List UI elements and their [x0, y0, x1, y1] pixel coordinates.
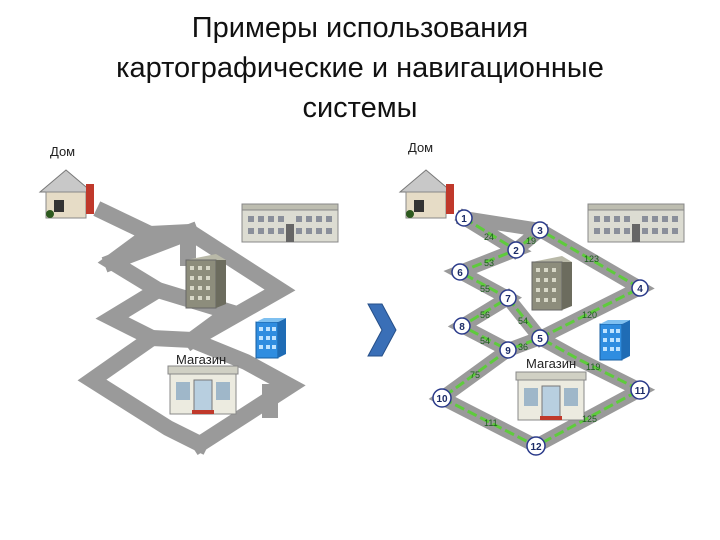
- right-government-building-icon: [587, 203, 685, 243]
- route-node-label: 3: [537, 226, 543, 237]
- edge-weight: 119: [586, 362, 600, 372]
- left-office-tower-icon: [185, 253, 227, 309]
- edge-weight: 120: [582, 310, 597, 320]
- route-node: 2: [507, 241, 525, 259]
- left-blue-building-icon: [255, 317, 287, 359]
- edge-weight: 75: [470, 370, 480, 380]
- edge-weight: 36: [518, 342, 528, 352]
- route-node-label: 7: [505, 294, 511, 305]
- left-map: Дом Магазин: [39, 144, 339, 456]
- left-road-network: [77, 201, 306, 456]
- right-blue-building-icon: [599, 319, 631, 361]
- right-shop-icon: [515, 371, 587, 421]
- route-node-label: 4: [637, 284, 643, 295]
- edge-weights: 24 19 53 123 55 54 56 120 54 36 119 75 1…: [470, 232, 600, 428]
- route-node-label: 1: [461, 214, 467, 225]
- left-home-icon: [39, 169, 95, 219]
- route-node: 8: [453, 317, 471, 335]
- route-node: 6: [451, 263, 469, 281]
- right-map: Дом Магазин 24 19 53 123 55 54 56 120 54…: [399, 140, 685, 456]
- slide-title: Примеры использования картографические и…: [0, 8, 720, 128]
- route-node: 12: [526, 436, 546, 456]
- edge-weight: 55: [480, 284, 490, 294]
- edge-weight: 19: [526, 236, 536, 246]
- route-node-label: 12: [530, 442, 542, 453]
- chevron-right-icon: [367, 303, 397, 357]
- right-home-label: Дом: [408, 140, 433, 155]
- edge-weight: 53: [484, 258, 494, 268]
- edge-weight: 125: [582, 414, 597, 424]
- edge-weight: 54: [518, 316, 528, 326]
- route-node: 1: [455, 209, 473, 227]
- right-home-icon: [399, 169, 455, 219]
- edge-weight: 54: [480, 336, 490, 346]
- left-shop-icon: [167, 365, 239, 415]
- route-node-label: 10: [436, 394, 448, 405]
- route-node: 5: [531, 329, 549, 347]
- right-office-tower-icon: [531, 255, 573, 311]
- route-node: 4: [631, 279, 649, 297]
- left-government-building-icon: [241, 203, 339, 243]
- edge-weight: 123: [584, 254, 599, 264]
- route-node-label: 8: [459, 322, 465, 333]
- route-node: 3: [531, 221, 549, 239]
- title-line-3: системы: [302, 92, 418, 124]
- route-node-label: 5: [537, 334, 543, 345]
- route-node: 9: [499, 341, 517, 359]
- right-shop-label: Магазин: [526, 356, 576, 371]
- edge-weight: 111: [484, 418, 498, 428]
- route-node-label: 6: [457, 268, 463, 279]
- left-shop-label: Магазин: [176, 352, 226, 367]
- route-node-label: 9: [505, 346, 511, 357]
- edge-weight: 24: [484, 232, 494, 242]
- route-node-label: 11: [635, 386, 646, 397]
- route-node-label: 2: [513, 246, 519, 257]
- title-line-2: картографические и навигационные: [116, 52, 604, 84]
- edge-weight: 56: [480, 310, 490, 320]
- route-node: 10: [432, 388, 452, 408]
- route-nodes: 1 2 3 4 5 6 7 8 9 10 11 12: [432, 209, 650, 456]
- title-line-1: Примеры использования: [191, 12, 529, 44]
- left-home-label: Дом: [50, 144, 75, 159]
- route-node: 7: [499, 289, 517, 307]
- route-node: 11: [630, 380, 650, 400]
